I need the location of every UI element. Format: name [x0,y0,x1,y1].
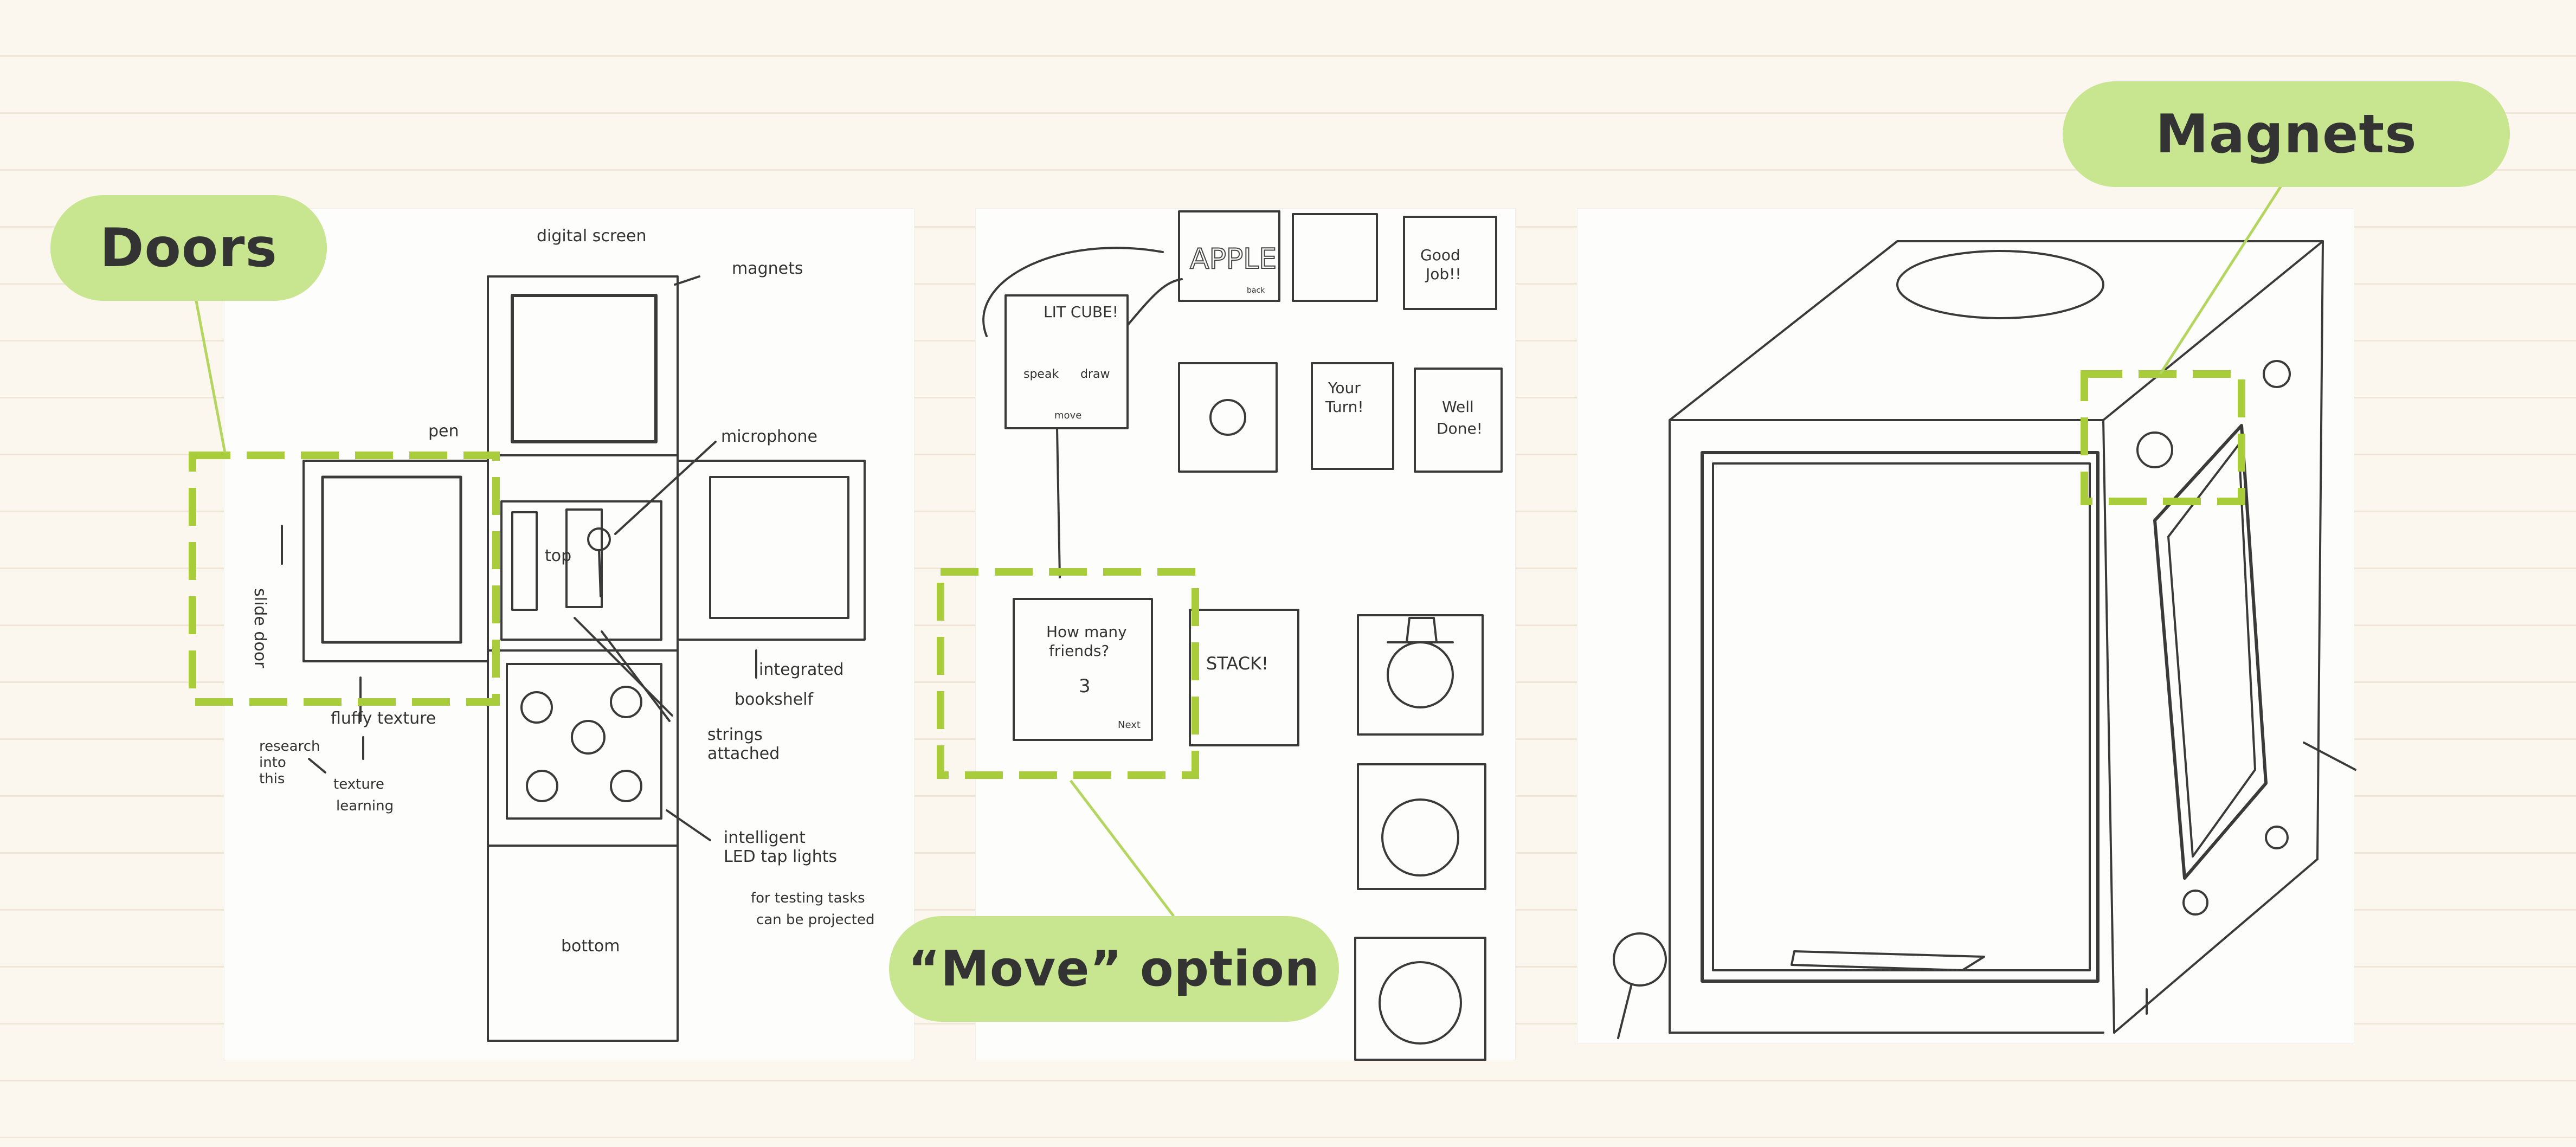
magnets-callout: Magnets [2063,81,2510,187]
doors-leader-line [194,295,227,453]
move-option-callout: “Move” option [889,916,1339,1022]
sketch-panel-cube-net [224,209,914,1060]
sketch-panel-cube-perspective [1577,209,2354,1043]
doors-callout: Doors [50,195,327,301]
